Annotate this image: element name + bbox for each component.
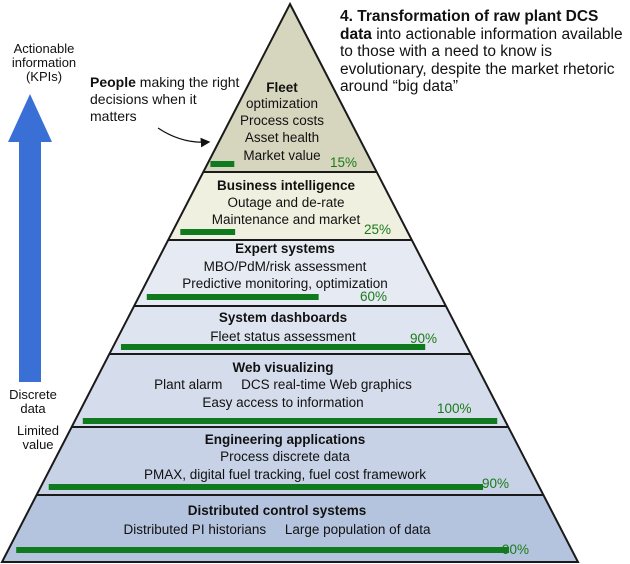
left-axis-bottom2-line2: value bbox=[22, 437, 54, 452]
progress-bar-system-dashboards bbox=[120, 344, 426, 350]
caption-bold: Transformation of raw plant DCS data bbox=[340, 8, 599, 43]
percent-label-engineering-applications: 90% bbox=[482, 476, 509, 491]
layer-title-distributed-control-systems: Distributed control systems bbox=[188, 503, 367, 518]
layer-line-distributed-control-systems-1: Distributed PI historians Large populati… bbox=[124, 522, 431, 537]
layer-engineering-applications bbox=[36, 427, 544, 495]
layer-title-system-dashboards: System dashboards bbox=[219, 310, 347, 325]
left-axis-top-line2: information bbox=[11, 55, 77, 70]
progress-bar-business-intelligence bbox=[180, 229, 236, 235]
percent-label-fleet: 15% bbox=[330, 155, 357, 170]
figure-caption: 4. Transformation of raw plant DCS data … bbox=[340, 8, 630, 96]
layer-line-business-intelligence-2: Maintenance and market bbox=[212, 212, 361, 227]
layer-fleet bbox=[203, 4, 377, 172]
layer-line-engineering-applications-1: Process discrete data bbox=[220, 449, 350, 464]
people-note-bold: People bbox=[90, 74, 136, 90]
progress-bar-distributed-control-systems bbox=[16, 547, 510, 553]
layer-title-web-visualizing: Web visualizing bbox=[232, 360, 333, 375]
layer-line-fleet-1: optimization bbox=[246, 96, 318, 111]
people-note: People making the right decisions when i… bbox=[90, 74, 240, 125]
percent-label-business-intelligence: 25% bbox=[364, 222, 391, 237]
layer-line-web-visualizing-2: Easy access to information bbox=[202, 395, 363, 410]
left-axis-bottom-label-2: Limited value bbox=[2, 424, 74, 452]
progress-bar-web-visualizing bbox=[82, 418, 498, 424]
layer-distributed-control-systems bbox=[2, 495, 578, 562]
percent-label-web-visualizing: 100% bbox=[437, 401, 472, 416]
left-axis-bottom2-line1: Limited bbox=[17, 423, 59, 438]
layer-line-fleet-3: Asset health bbox=[245, 130, 319, 145]
percent-label-expert-systems: 60% bbox=[360, 289, 387, 304]
layer-line-business-intelligence-1: Outage and de-rate bbox=[227, 195, 344, 210]
progress-bar-fleet bbox=[210, 161, 235, 167]
layer-title-engineering-applications: Engineering applications bbox=[205, 432, 366, 447]
percent-label-distributed-control-systems: 90% bbox=[502, 542, 529, 557]
left-axis-bottom1-line2: data bbox=[20, 401, 46, 416]
caption-text: into actionable information available to… bbox=[340, 25, 623, 96]
layer-line-fleet-4: Market value bbox=[243, 148, 320, 163]
progress-bar-engineering-applications bbox=[48, 484, 484, 490]
callout-arrow-icon bbox=[157, 127, 211, 148]
layer-title-expert-systems: Expert systems bbox=[235, 241, 335, 256]
layer-line-expert-systems-2: Predictive monitoring, optimization bbox=[182, 276, 388, 291]
value-arrow-icon bbox=[8, 94, 52, 382]
layer-line-web-visualizing-1: Plant alarm DCS real-time Web graphics bbox=[154, 377, 412, 392]
left-axis-bottom-label-1: Discrete data bbox=[2, 388, 64, 416]
caption-number: 4. bbox=[340, 8, 353, 25]
layer-expert-systems bbox=[134, 240, 446, 306]
left-axis-top-label: Actionable information (KPIs) bbox=[4, 42, 84, 84]
layer-title-business-intelligence: Business intelligence bbox=[217, 178, 356, 193]
layer-web-visualizing bbox=[71, 354, 509, 427]
layer-line-system-dashboards-1: Fleet status assessment bbox=[210, 329, 356, 344]
percent-label-system-dashboards: 90% bbox=[410, 331, 437, 346]
layer-line-fleet-2: Process costs bbox=[240, 113, 324, 128]
people-note-text: making the right decisions when it matte… bbox=[90, 74, 240, 124]
pyramid-outline bbox=[0, 1, 580, 563]
left-axis-top-line1: Actionable bbox=[13, 41, 75, 56]
layer-title-fleet: Fleet bbox=[266, 80, 298, 95]
progress-bar-expert-systems bbox=[146, 294, 319, 300]
layer-line-expert-systems-1: MBO/PdM/risk assessment bbox=[204, 259, 367, 274]
left-axis-top-line3: (KPIs) bbox=[25, 69, 63, 84]
layer-line-engineering-applications-2: PMAX, digital fuel tracking, fuel cost f… bbox=[144, 467, 426, 482]
left-axis-bottom1-line1: Discrete bbox=[9, 387, 57, 402]
layer-system-dashboards bbox=[109, 306, 471, 354]
layer-business-intelligence bbox=[168, 172, 412, 240]
